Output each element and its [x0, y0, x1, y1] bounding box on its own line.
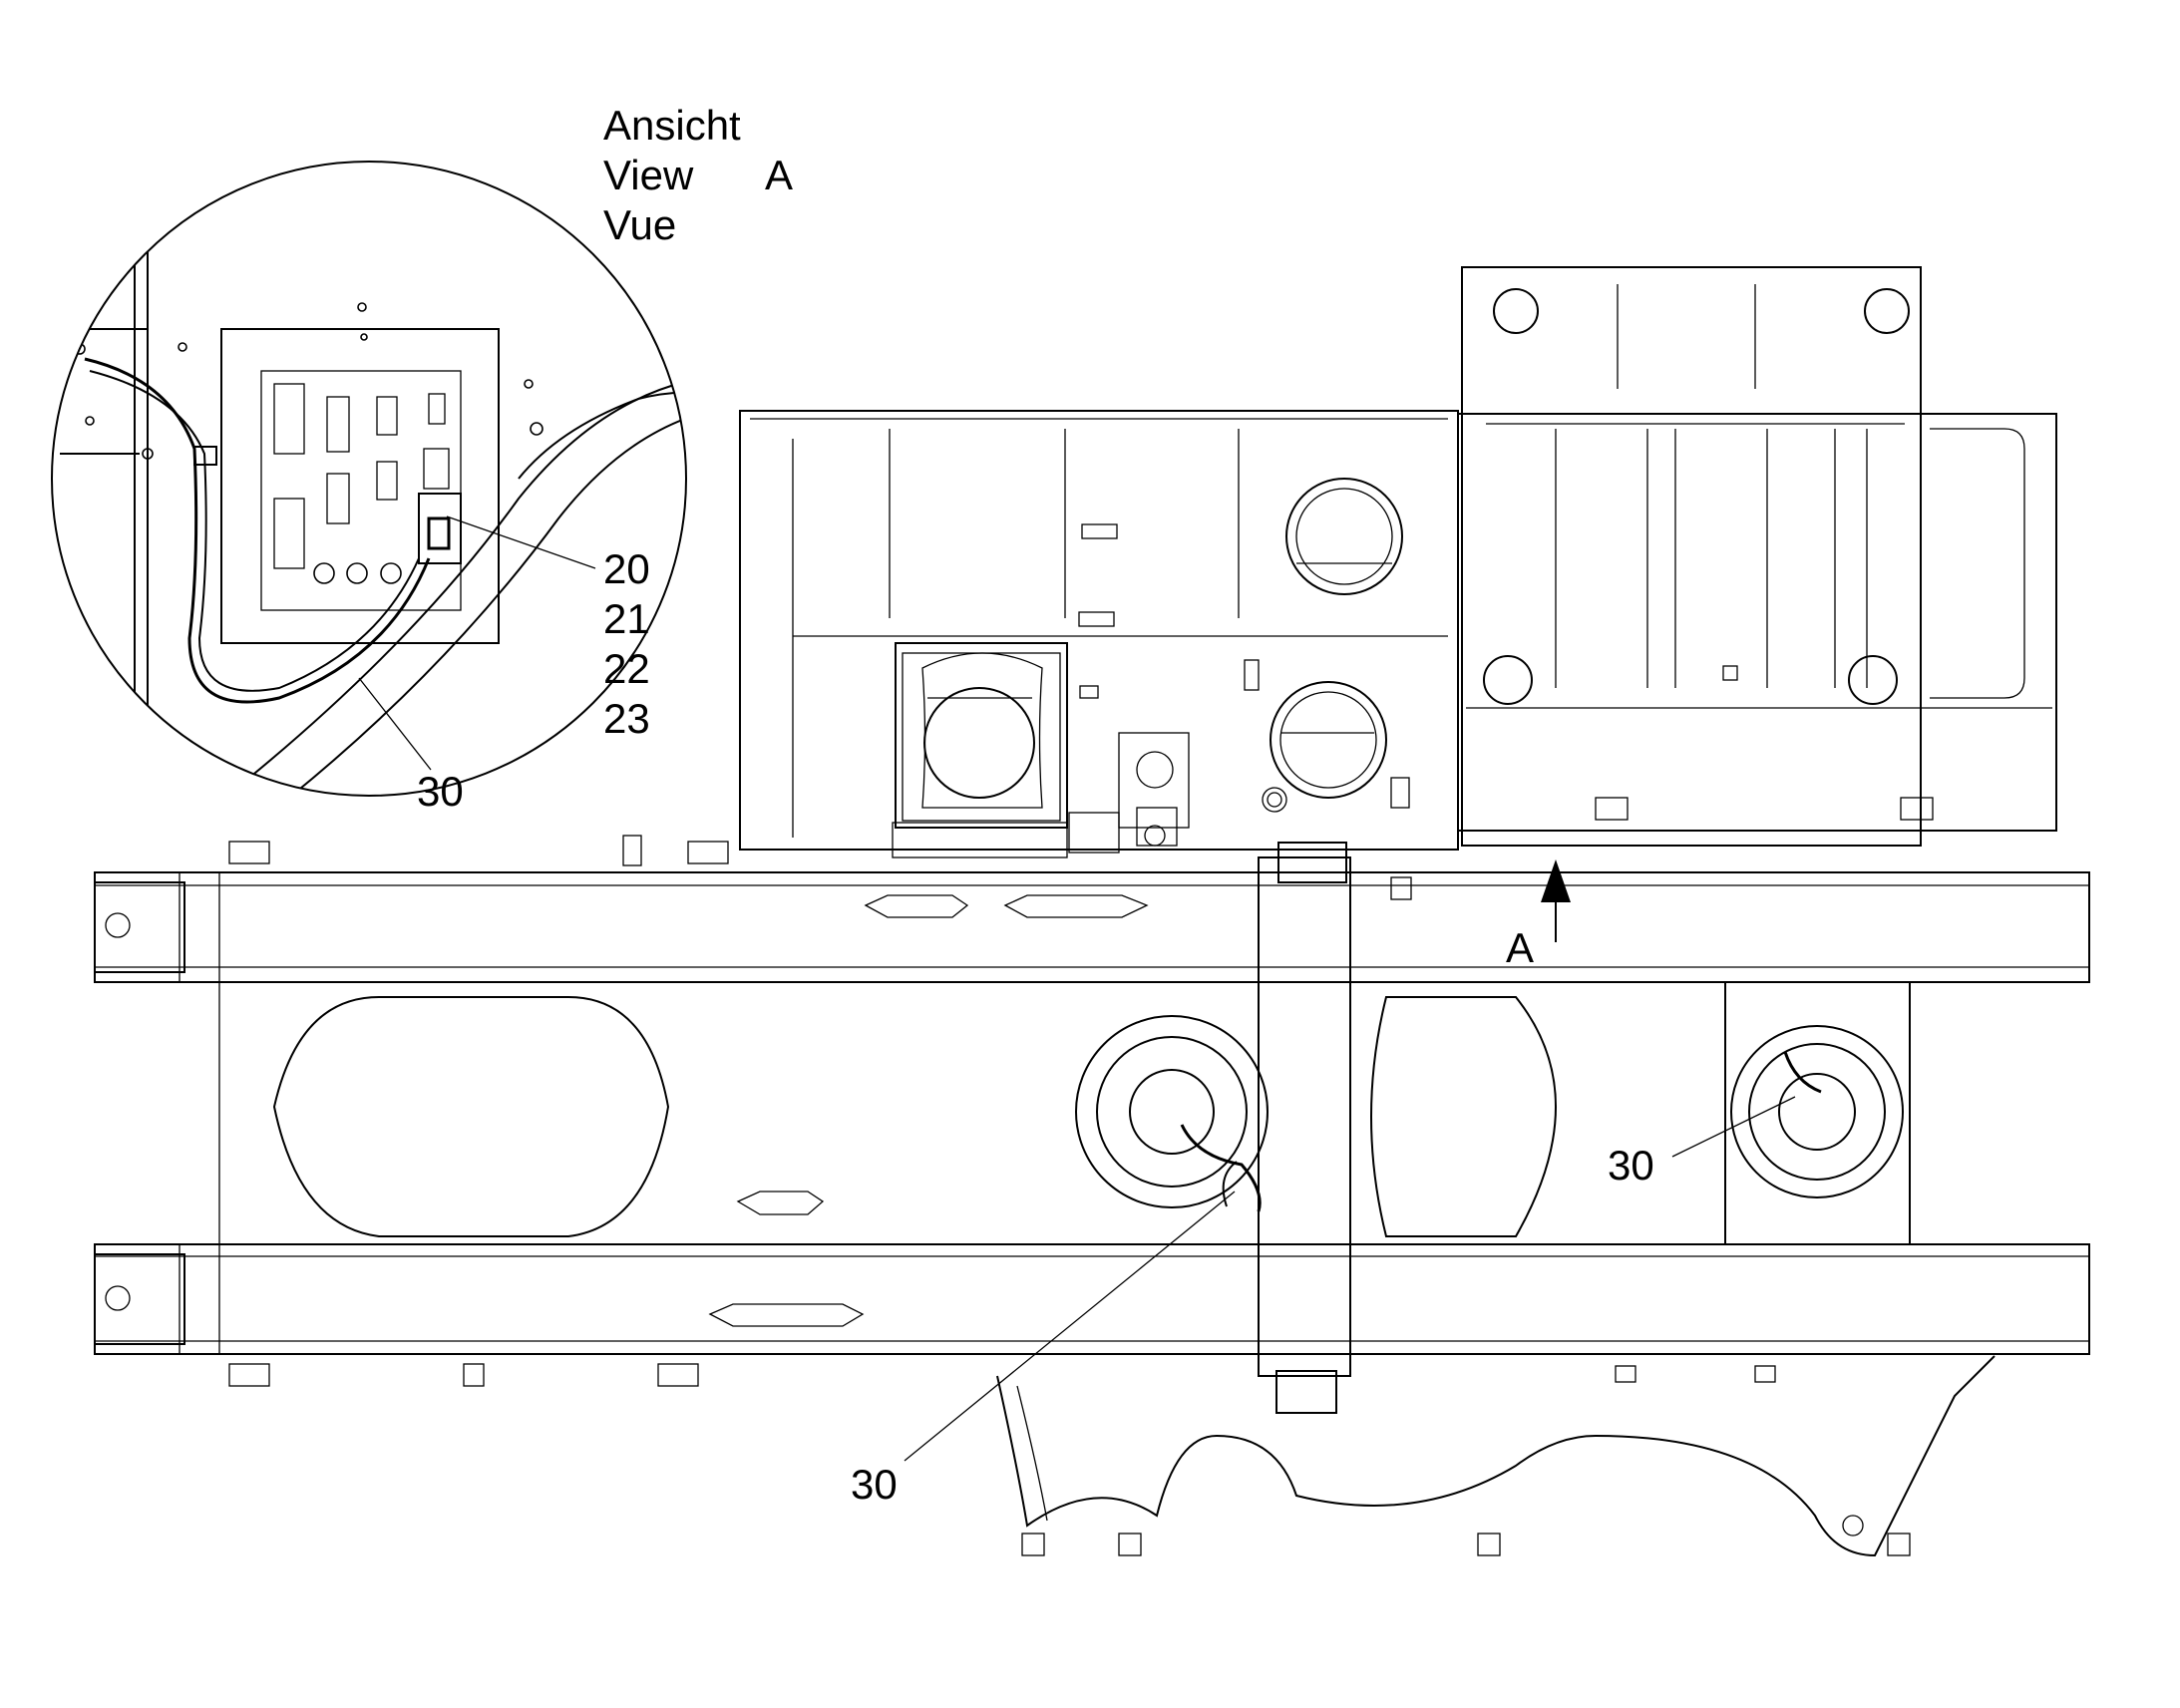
view-title-de: Ansicht [603, 102, 741, 149]
callout-30-right: 30 [1608, 1142, 1654, 1189]
arrow-label-a: A [1506, 924, 1534, 971]
upper-left-housing [739, 410, 1459, 858]
callout-20: 20 [603, 545, 650, 592]
callout-21: 21 [603, 595, 650, 642]
leader-lines [358, 515, 1796, 1462]
callout-30-left: 30 [851, 1461, 898, 1508]
upper-right-housing [1457, 266, 2057, 847]
detail-view-a [51, 161, 687, 797]
callout-30-detail: 30 [417, 768, 464, 815]
view-title-en: View [603, 152, 694, 198]
view-arrow-a [1541, 859, 1571, 942]
view-letter: A [765, 152, 793, 198]
callout-22: 22 [603, 645, 650, 692]
cables [1180, 1051, 1822, 1212]
view-title-fr: Vue [603, 201, 676, 248]
labels: Ansicht View A Vue 20 21 22 23 30 30 30 … [417, 102, 1654, 1508]
callout-23: 23 [603, 695, 650, 742]
main-frame [94, 835, 2090, 1557]
